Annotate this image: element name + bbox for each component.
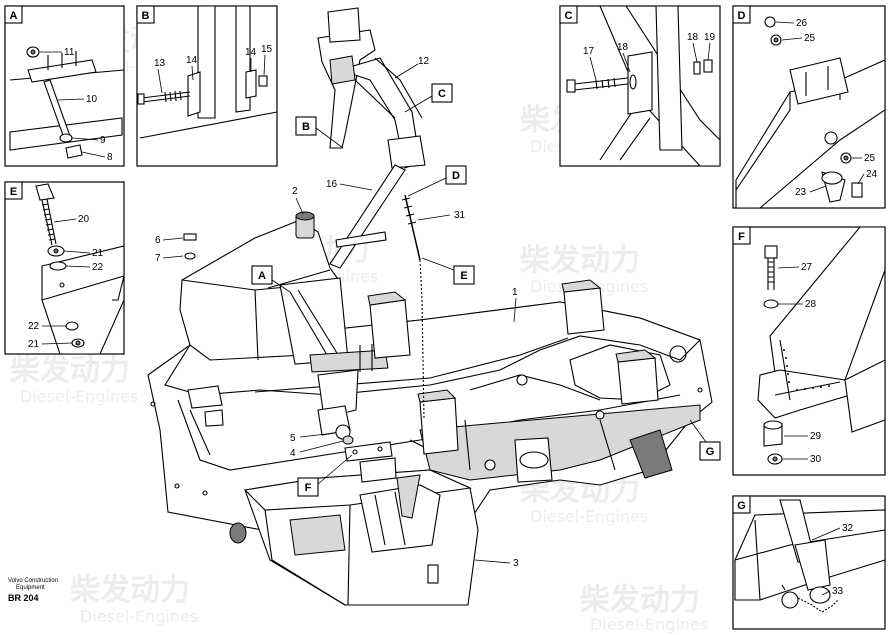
label-7: 7: [155, 253, 161, 264]
inset-C-label-17: 17: [583, 46, 595, 57]
inset-C-label-18a: 18: [617, 42, 629, 53]
callout-D: D: [407, 165, 467, 197]
label-1: 1: [512, 287, 518, 298]
inset-B: B 13 14 14 15: [136, 5, 278, 167]
svg-text:C: C: [565, 10, 573, 22]
watermark-subtext: Diesel-Engines: [20, 387, 138, 406]
inset-C: C 17 18 18 19: [559, 5, 721, 167]
inset-D-label-25b: 25: [864, 153, 876, 164]
watermark-text: 柴发动力: [10, 353, 130, 388]
rod: [404, 194, 421, 261]
svg-text:B: B: [142, 10, 150, 22]
main-assembly: [147, 7, 713, 606]
watermark-subtext: Diesel-Engines: [590, 615, 708, 634]
inset-A-label-8: 8: [107, 152, 113, 163]
svg-text:C: C: [438, 88, 446, 100]
inset-A: A 11 10 9 8: [4, 5, 125, 167]
inset-F-label-27: 27: [801, 262, 813, 273]
inset-D: D 26 25 25 24 23: [732, 5, 886, 209]
inset-B-label-14a: 14: [186, 55, 198, 66]
svg-text:D: D: [738, 10, 746, 22]
main-labels: 2 6 7 12 16 31 1 5 4 3: [155, 56, 519, 569]
watermark-text: 柴发动力: [70, 573, 190, 608]
svg-text:G: G: [706, 446, 715, 458]
weld-dots: [783, 349, 830, 391]
inset-F-label-29: 29: [810, 431, 822, 442]
svg-text:B: B: [302, 121, 310, 133]
cab-arm: [317, 29, 376, 149]
label-4: 4: [290, 448, 296, 459]
inset-E-label-22b: 22: [28, 321, 40, 332]
inset-G-label-32: 32: [842, 523, 854, 534]
inset-A-label-11: 11: [64, 47, 75, 58]
svg-text:A: A: [258, 270, 266, 282]
inset-D-label-24: 24: [866, 169, 878, 180]
callout-E: E: [421, 257, 475, 285]
inset-E: E 20 21 22 22 21: [4, 181, 125, 355]
footer: Volvo Construction Equipment BR 204: [8, 578, 58, 604]
svg-text:G: G: [737, 500, 746, 512]
footer-code: BR 204: [8, 593, 39, 603]
inset-F-label-30: 30: [810, 454, 822, 465]
footer-line2: Equipment: [16, 585, 45, 591]
inset-D-label-23: 23: [795, 187, 807, 198]
svg-text:A: A: [10, 10, 18, 22]
inset-B-label-14b: 14: [245, 47, 257, 58]
inset-A-label-9: 9: [100, 135, 106, 146]
inset-E-label-22a: 22: [92, 262, 104, 273]
inset-E-label-21a: 21: [92, 248, 104, 259]
inset-G: G 32 33: [732, 495, 886, 630]
callout-B: B: [295, 116, 344, 149]
svg-text:E: E: [460, 270, 467, 282]
inset-E-label-20: 20: [78, 214, 90, 225]
watermark-text: 柴发动力: [520, 243, 640, 278]
callout-G: G: [689, 419, 721, 461]
watermark-text: 柴发动力: [580, 583, 700, 618]
inset-C-label-19: 19: [704, 32, 716, 43]
callout-A: A: [251, 265, 291, 293]
post-left: [369, 299, 411, 359]
inset-D-label-26: 26: [796, 18, 808, 29]
inset-B-label-13: 13: [154, 58, 166, 69]
svg-text:E: E: [10, 186, 17, 198]
inset-G-label-33: 33: [832, 586, 844, 597]
watermark-subtext: Diesel-Engines: [80, 607, 198, 626]
label-5: 5: [290, 433, 296, 444]
label-2: 2: [292, 186, 298, 197]
label-31: 31: [454, 210, 466, 221]
inset-F-label-28: 28: [805, 299, 817, 310]
inset-D-label-25a: 25: [804, 33, 816, 44]
callout-C: C: [404, 83, 453, 113]
svg-text:F: F: [738, 231, 745, 243]
watermark-subtext: Diesel-Engines: [530, 507, 648, 526]
svg-text:F: F: [305, 482, 312, 494]
label-12: 12: [418, 56, 430, 67]
label-6: 6: [155, 235, 161, 246]
label-3: 3: [513, 558, 519, 569]
inset-C-label-18b: 18: [687, 32, 699, 43]
svg-text:D: D: [452, 170, 460, 182]
inset-E-label-21b: 21: [28, 339, 40, 350]
callout-F: F: [297, 454, 353, 497]
label-16: 16: [326, 179, 338, 190]
inset-B-label-15: 15: [261, 44, 273, 55]
footer-line1: Volvo Construction: [8, 578, 59, 584]
inset-F: F 27 28 29 30: [732, 226, 886, 476]
inset-A-label-10: 10: [86, 94, 98, 105]
